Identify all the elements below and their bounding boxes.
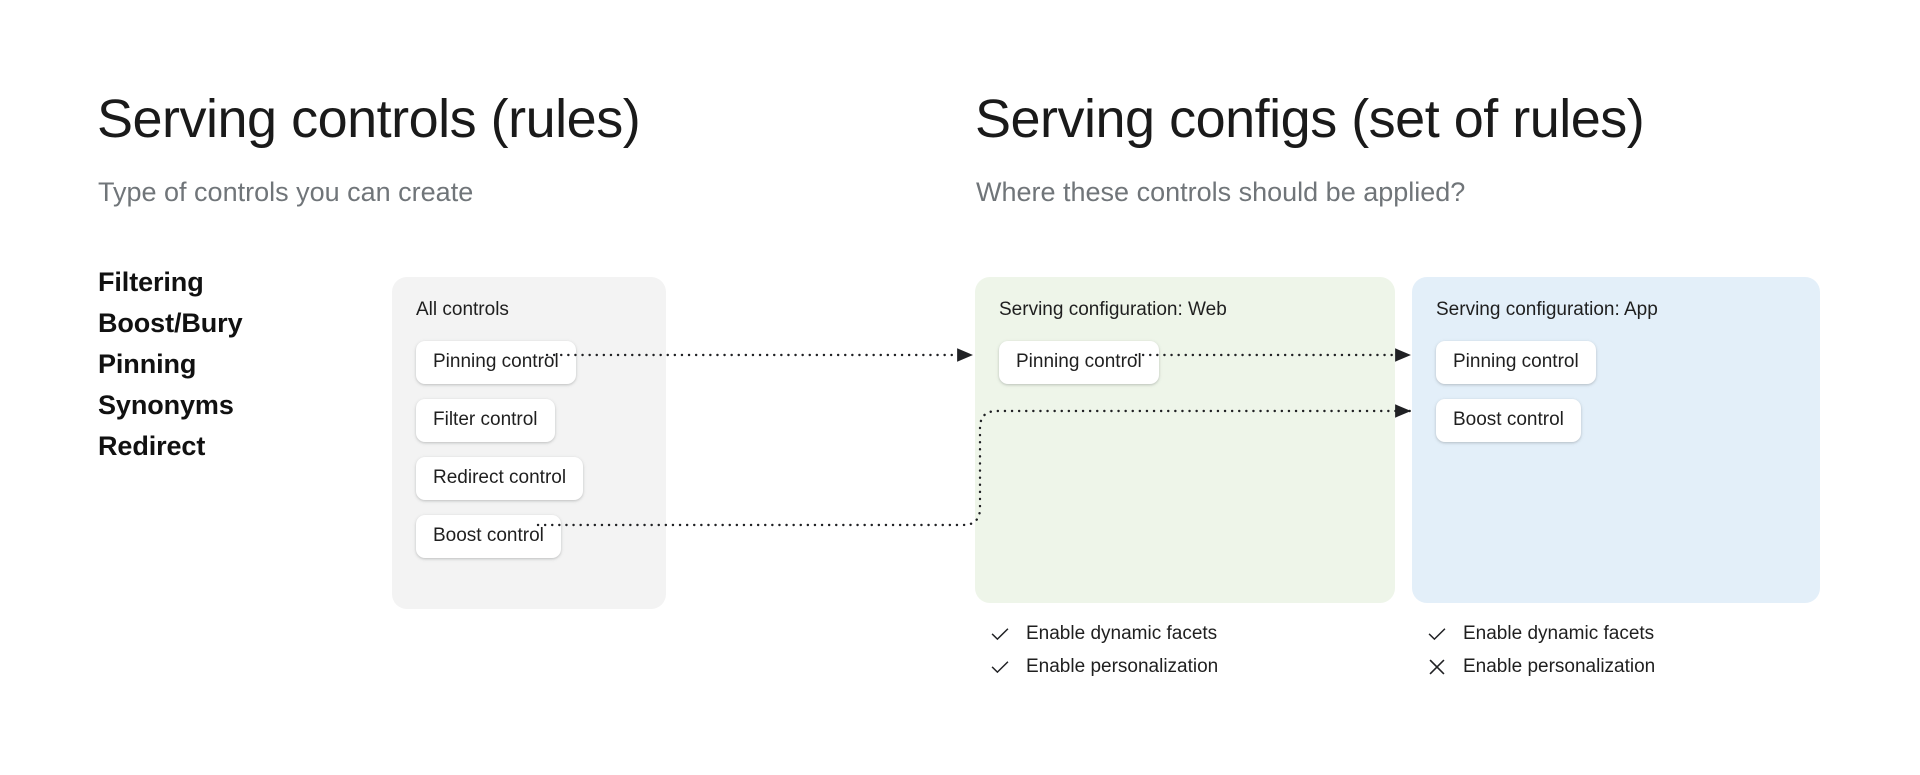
card-serving-configuration-app: Serving configuration: App Pinning contr… (1412, 277, 1820, 603)
card-all-controls: All controls Pinning control Filter cont… (392, 277, 666, 609)
option-row-web-personalization[interactable]: Enable personalization (990, 655, 1218, 679)
chip-filter-control[interactable]: Filter control (416, 399, 555, 442)
card-serving-configuration-web-chip-stack: Pinning control (999, 341, 1371, 384)
serving-configuration-app-options: Enable dynamic facets Enable personaliza… (1427, 622, 1655, 679)
option-row-app-personalization[interactable]: Enable personalization (1427, 655, 1655, 679)
chip-boost-control[interactable]: Boost control (416, 515, 561, 558)
card-all-controls-title: All controls (416, 299, 509, 320)
right-panel-subheading: Where these controls should be applied? (976, 177, 1466, 207)
right-panel-heading: Serving configs (set of rules) (975, 89, 1645, 149)
chip-pinning-control[interactable]: Pinning control (416, 341, 576, 384)
check-icon (1427, 624, 1447, 644)
option-label: Enable dynamic facets (1463, 623, 1655, 644)
control-type-item-boost-bury: Boost/Bury (98, 308, 243, 338)
card-serving-configuration-web-title: Serving configuration: Web (999, 299, 1227, 320)
option-row-web-dynamic-facets[interactable]: Enable dynamic facets (990, 622, 1218, 646)
option-label: Enable personalization (1026, 656, 1219, 677)
card-all-controls-chip-stack: Pinning control Filter control Redirect … (416, 341, 642, 558)
left-panel-heading: Serving controls (rules) (97, 89, 641, 149)
card-serving-configuration-app-chip-stack: Pinning control Boost control (1436, 341, 1796, 442)
option-label: Enable personalization (1463, 656, 1656, 677)
control-type-item-pinning: Pinning (98, 349, 197, 379)
chip-web-pinning-control[interactable]: Pinning control (999, 341, 1159, 384)
option-label: Enable dynamic facets (1026, 623, 1218, 644)
cross-icon (1427, 657, 1447, 677)
card-serving-configuration-app-title: Serving configuration: App (1436, 299, 1658, 320)
card-serving-configuration-web: Serving configuration: Web Pinning contr… (975, 277, 1395, 603)
option-row-app-dynamic-facets[interactable]: Enable dynamic facets (1427, 622, 1655, 646)
chip-redirect-control[interactable]: Redirect control (416, 457, 584, 500)
control-type-item-synonyms: Synonyms (98, 390, 234, 420)
control-type-list: Filtering Boost/Bury Pinning Synonyms Re… (98, 267, 243, 461)
serving-configuration-web-options: Enable dynamic facets Enable personaliza… (990, 622, 1218, 679)
check-icon (990, 624, 1010, 644)
chip-app-pinning-control[interactable]: Pinning control (1436, 341, 1596, 384)
control-type-item-redirect: Redirect (98, 431, 206, 461)
check-icon (990, 657, 1010, 677)
control-type-item-filtering: Filtering (98, 267, 204, 297)
left-panel-subheading: Type of controls you can create (98, 177, 474, 207)
chip-app-boost-control[interactable]: Boost control (1436, 399, 1581, 442)
